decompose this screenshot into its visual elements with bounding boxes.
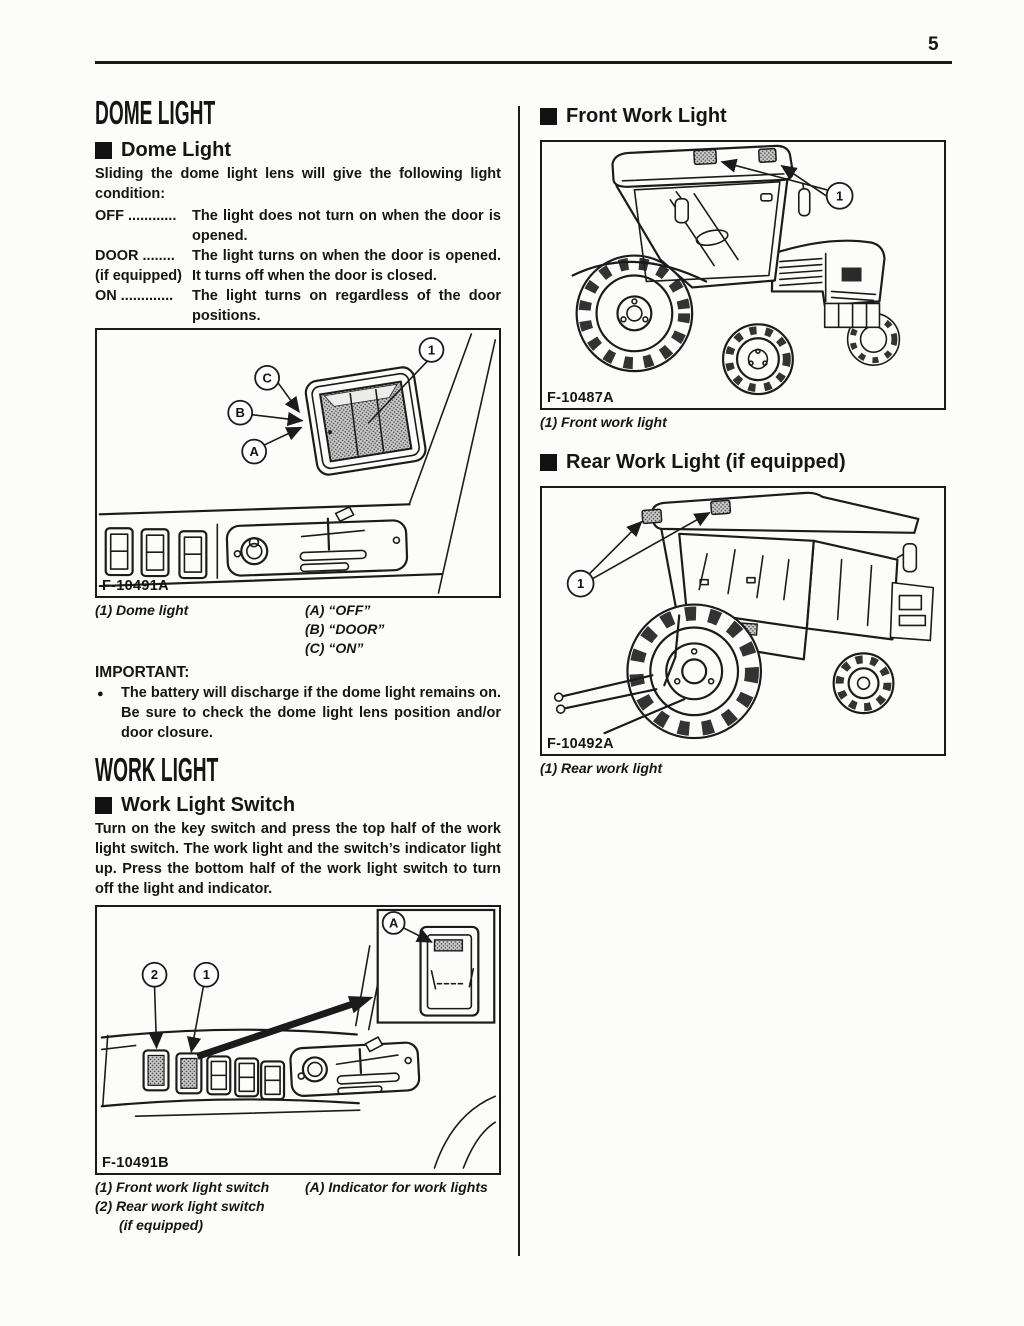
column-divider	[518, 106, 520, 1256]
right-column: Front Work Light	[540, 104, 946, 778]
magnifier-arrow	[196, 996, 374, 1060]
right-rear-wheel	[832, 652, 895, 715]
caption-door: (B) “DOOR”	[305, 621, 385, 637]
work-light-switch-illustration: 2 1 A	[100, 908, 497, 1169]
callout-a: A	[381, 911, 406, 935]
condition-on: ON ............. The light turns on rega…	[95, 288, 501, 324]
hood	[770, 239, 886, 307]
svg-text:A: A	[249, 444, 258, 459]
front-wheel	[721, 323, 794, 396]
cab-roof	[651, 491, 920, 534]
callout-2: 2	[141, 961, 168, 988]
rear-wheel	[575, 254, 694, 373]
front-work-light-right	[757, 147, 777, 163]
callout-1: 1	[193, 961, 220, 988]
header-rule	[95, 61, 952, 64]
brand-logo	[841, 267, 862, 282]
work-light-indicator	[433, 939, 464, 952]
figure-work-light-switch: 2 1 A F-10491B	[95, 905, 501, 1175]
black-square-marker	[95, 796, 112, 814]
bullet-icon: ●	[97, 688, 104, 700]
cab-right-side	[805, 539, 899, 641]
switch-row	[142, 1049, 286, 1101]
section-title-work-light: WORK LIGHT	[95, 751, 219, 788]
left-column: DOME LIGHT Dome Light Sliding the dome l…	[95, 96, 501, 1239]
svg-text:C: C	[262, 370, 271, 385]
svg-text:1: 1	[428, 342, 435, 357]
callout-a: A	[241, 438, 268, 465]
rear-work-light-left	[641, 508, 663, 525]
figure-id: F-10491B	[102, 1155, 169, 1171]
mirror	[902, 542, 918, 573]
callout-1: 1	[566, 569, 595, 598]
steering-wheel	[695, 229, 729, 247]
subheading-dome-light: Dome Light	[95, 138, 501, 162]
rocker-switches	[104, 527, 208, 580]
rear-fender	[571, 260, 708, 283]
callout-1: 1	[418, 337, 445, 363]
caption-front-switch: (1) Front work light switch	[95, 1179, 270, 1195]
figure-dome-light: C B A 1 F-10491A	[95, 328, 501, 598]
dome-light-intro: Sliding the dome light lens will give th…	[95, 166, 501, 202]
condition-off: OFF ............ The light does not turn…	[95, 208, 501, 244]
callout-c: C	[254, 364, 280, 391]
figure-rear-work-light: 1 F-10492A	[540, 486, 946, 756]
rear-work-light-right	[710, 499, 732, 516]
dome-light-illustration: C B A 1	[98, 333, 497, 594]
control-panel	[289, 1036, 421, 1097]
figure-id: F-10487A	[547, 390, 614, 406]
page-number: 5	[928, 34, 939, 55]
svg-text:1: 1	[577, 576, 584, 591]
important-note: IMPORTANT: ● The battery will discharge …	[95, 662, 501, 743]
work-light-body: Turn on the key switch and press the top…	[95, 821, 501, 897]
callout-b: B	[227, 399, 254, 426]
front-work-light-left	[693, 148, 718, 166]
black-square-marker	[95, 141, 112, 159]
caption-on: (C) “ON”	[305, 640, 364, 656]
dome-figure-captions: (1) Dome light (A) “OFF” (B) “DOOR” (C) …	[95, 601, 501, 658]
subheading-front-work-light: Front Work Light	[540, 104, 946, 128]
figure-id: F-10492A	[547, 736, 614, 752]
svg-text:B: B	[236, 405, 245, 420]
figure-front-work-light: 1 F-10487A	[540, 140, 946, 410]
tractor-rear-illustration: 1	[553, 491, 935, 740]
svg-text:1: 1	[203, 967, 210, 982]
black-square-marker	[540, 107, 557, 125]
control-panel	[225, 506, 409, 577]
caption-rear-switch: (2) Rear work light switch	[95, 1198, 265, 1214]
condition-door: DOOR ........ (if equipped) The light tu…	[95, 248, 501, 284]
subheading-rear-work-light: Rear Work Light (if equipped)	[540, 450, 946, 474]
black-square-marker	[540, 453, 557, 471]
caption-rear-work-light: (1) Rear work light	[540, 760, 663, 776]
svg-text:1: 1	[836, 188, 843, 203]
caption-dome-light: (1) Dome light	[95, 602, 189, 618]
svg-text:A: A	[389, 915, 398, 930]
important-heading: IMPORTANT:	[95, 664, 190, 681]
caption-indicator: (A) Indicator for work lights	[305, 1179, 488, 1195]
engine-side	[889, 581, 935, 642]
subheading-work-light-switch: Work Light Switch	[95, 793, 501, 817]
important-text: The battery will discharge if the dome l…	[121, 685, 501, 741]
svg-text:2: 2	[151, 967, 158, 982]
left-rear-wheel	[626, 603, 763, 740]
figure-id: F-10491A	[102, 578, 169, 594]
caption-front-work-light: (1) Front work light	[540, 414, 667, 430]
section-title-dome-light: DOME LIGHT	[95, 94, 216, 131]
caption-off: (A) “OFF”	[305, 602, 371, 618]
work-figure-captions: (1) Front work light switch (2) Rear wor…	[95, 1178, 501, 1235]
dome-light-conditions: OFF ............ The light does not turn…	[95, 206, 501, 326]
callout-1: 1	[825, 181, 854, 210]
dome-light-unit	[304, 366, 427, 476]
caption-if-equipped: (if equipped)	[119, 1217, 203, 1233]
tractor-front-illustration: 1	[571, 144, 901, 396]
